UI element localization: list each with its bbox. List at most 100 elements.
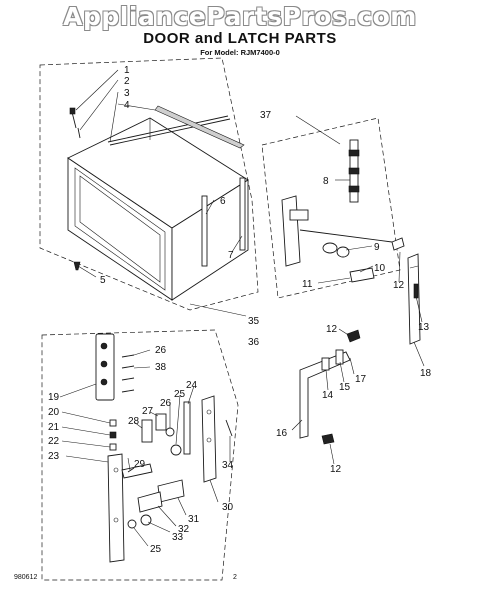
interlock-arm — [299, 351, 351, 439]
footer-page-number: 2 — [233, 574, 237, 581]
callout-34: 34 — [222, 460, 234, 471]
callout-15: 15 — [339, 382, 351, 393]
callout-17: 17 — [355, 374, 367, 385]
latch-shaft — [299, 229, 393, 243]
callout-11: 11 — [302, 279, 313, 290]
callout-12-bottom: 12 — [330, 464, 342, 475]
callout-21: 21 — [48, 422, 60, 433]
part-22 — [109, 443, 117, 451]
door-side-bracket — [407, 253, 425, 367]
part-34 — [225, 419, 233, 437]
interlock-screw-bottom — [321, 433, 335, 445]
interlock-switch — [321, 357, 330, 371]
part-32 — [137, 491, 163, 513]
latch-mechanism-group — [41, 329, 239, 581]
latch-group-outline — [261, 117, 401, 299]
callout-37: 37 — [260, 110, 272, 121]
interlock-screw-top — [346, 329, 361, 343]
screw-head-1 — [69, 107, 76, 115]
latch-assembly-group — [261, 117, 405, 299]
callout-26-top: 26 — [155, 345, 167, 356]
interlock-arm-group — [291, 328, 361, 465]
door-seal-strip — [107, 115, 229, 143]
part-33 — [140, 514, 152, 526]
callout-18: 18 — [420, 368, 432, 379]
screw-38b — [121, 377, 135, 381]
door-seal-strip-edge — [109, 118, 231, 146]
callout-5: 5 — [100, 275, 106, 286]
latch-shaft-end — [391, 237, 405, 251]
model-subtitle: For Model: RJM7400-0 — [200, 48, 280, 57]
callout-31: 31 — [188, 514, 200, 525]
callout-9: 9 — [374, 242, 380, 253]
callout-3: 3 — [124, 88, 130, 99]
part-21 — [109, 431, 117, 439]
callout-6: 6 — [220, 196, 226, 207]
door-side-strip — [201, 195, 208, 267]
screw-38c — [121, 389, 135, 393]
callout-7: 7 — [228, 250, 234, 261]
mechanism-group-outline — [41, 329, 239, 581]
interlock-spring — [335, 349, 344, 365]
door-window-frame — [74, 167, 166, 291]
part-25-bottom — [127, 519, 137, 529]
callout-20: 20 — [48, 407, 60, 418]
callout-25-top: 25 — [174, 389, 186, 400]
part-31 — [157, 479, 185, 503]
callout-12-arm: 12 — [326, 324, 338, 335]
door-leaders — [75, 69, 247, 317]
callout-33: 33 — [172, 532, 184, 543]
latch-spring-part — [336, 246, 350, 258]
callout-1: 1 — [124, 65, 130, 76]
latch-lever-part — [349, 267, 375, 283]
door-choke-strip — [154, 105, 245, 149]
callout-25-bottom: 25 — [150, 544, 162, 555]
right-latch-plate — [201, 395, 217, 483]
callout-4: 4 — [124, 100, 130, 111]
callout-38: 38 — [155, 362, 167, 373]
door-assembly-group — [39, 57, 259, 311]
screw-38a — [121, 365, 135, 369]
callout-36: 36 — [248, 337, 260, 348]
callout-22: 22 — [48, 436, 60, 447]
watermark: AppliancePartsPros.com — [63, 2, 417, 31]
callout-28: 28 — [128, 416, 140, 427]
screw-part-2 — [77, 127, 81, 139]
callout-24: 24 — [186, 380, 198, 391]
bracket-actuator — [413, 283, 419, 299]
callout-10: 10 — [374, 263, 386, 274]
screw-26 — [121, 354, 135, 358]
main-latch-plate — [107, 453, 125, 563]
callout-27: 27 — [142, 406, 154, 417]
door-side-face — [171, 179, 249, 301]
latch-arm — [289, 209, 309, 221]
part-24 — [183, 401, 191, 455]
callout-12-latch: 12 — [393, 280, 405, 291]
part-25-top — [170, 444, 182, 456]
footer-code: 980612 — [14, 574, 38, 581]
page-title: DOOR and LATCH PARTS — [143, 30, 337, 47]
mechanism-leaders — [59, 349, 231, 547]
callout-13: 13 — [418, 322, 430, 333]
door-group-outline — [39, 57, 259, 311]
callout-29: 29 — [134, 459, 146, 470]
callout-2: 2 — [124, 76, 130, 87]
callout-32: 32 — [178, 524, 190, 535]
callout-30: 30 — [222, 502, 234, 513]
part-26-small — [165, 427, 175, 437]
door-side-strip-right — [239, 177, 246, 251]
door-foot-part — [73, 261, 81, 271]
door-window — [79, 175, 161, 283]
callout-8: 8 — [323, 176, 329, 187]
part-27 — [155, 413, 167, 431]
callout-14: 14 — [322, 390, 334, 401]
callout-23: 23 — [48, 451, 60, 462]
latch-plate-arm — [121, 463, 153, 479]
callout-35: 35 — [248, 316, 260, 327]
latch-cam-part — [322, 242, 338, 254]
door-side-bracket-part — [407, 253, 421, 345]
callout-26-mid: 26 — [160, 398, 172, 409]
part-29 — [127, 467, 135, 473]
